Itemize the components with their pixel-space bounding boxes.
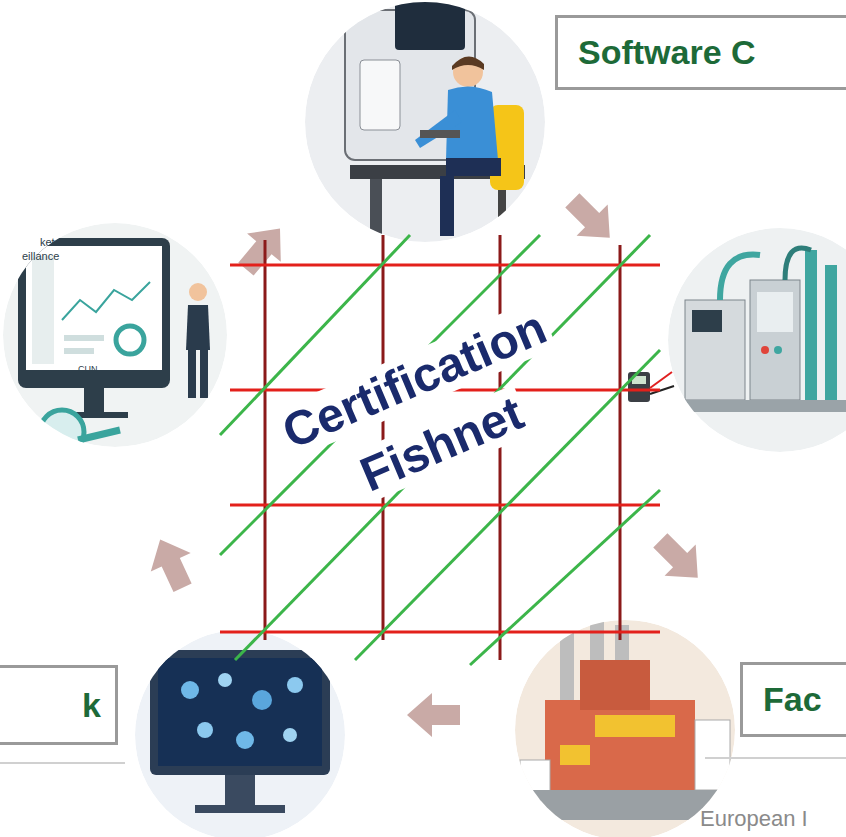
box-title: k: [82, 686, 101, 725]
cycle-arrows: [140, 185, 713, 737]
software-illustration: [305, 0, 545, 242]
label-text: ket: [40, 232, 55, 250]
grid-diagonal: [220, 235, 660, 665]
surveillance-illustration: [3, 223, 230, 454]
fishnet-title: Certification Fishnet: [263, 289, 594, 534]
side-box: Software C: [555, 15, 846, 90]
rule-line: [705, 757, 846, 759]
label-text: European I: [700, 806, 808, 831]
label-text: eillance: [22, 246, 59, 264]
box-title: Fac: [763, 680, 822, 719]
label-text: CUN: [78, 364, 98, 374]
grid-vertical: [265, 235, 620, 660]
box-title: Software C: [578, 33, 756, 72]
grid-horizontal: [220, 265, 660, 632]
label-text: European I: [700, 806, 808, 832]
rule-line: [0, 762, 125, 764]
fishnet-title: Certification Fishnet: [271, 299, 557, 503]
factory-illustration: [515, 610, 740, 837]
machine-illustration: [668, 228, 846, 452]
side-box: Fac: [740, 662, 846, 737]
label-text: CUN: [78, 358, 98, 376]
label-text: ket: [40, 236, 55, 248]
label-text: eillance: [22, 250, 59, 262]
side-box: k: [0, 665, 118, 745]
